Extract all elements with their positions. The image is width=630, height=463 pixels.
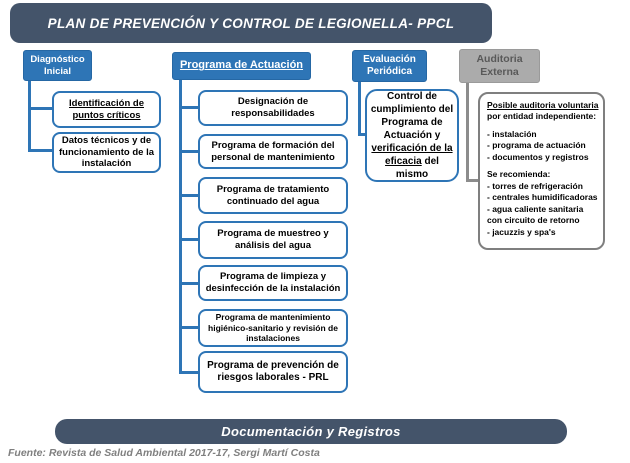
header-programa-de-actuacion: Programa de Actuación (172, 52, 311, 80)
connector-programa-stub-7 (179, 371, 198, 374)
connector-programa-stub-2 (179, 150, 198, 153)
connector-auditoria-stub (466, 179, 480, 182)
connector-auditoria-vertical (466, 83, 469, 182)
documentacion-registros-bar: Documentación y Registros (55, 419, 567, 444)
source-citation: Fuente: Revista de Salud Ambiental 2017-… (8, 447, 320, 459)
connector-diagnostico-vertical (28, 81, 31, 152)
connector-evaluacion-stub (358, 133, 368, 136)
connector-diagnostico-stub-1 (28, 107, 52, 110)
diagram-title-bar: PLAN DE PREVENCIÓN Y CONTROL DE LEGIONEL… (10, 3, 492, 43)
connector-programa-vertical (179, 80, 182, 374)
connector-programa-stub-6 (179, 326, 198, 329)
connector-programa-stub-3 (179, 194, 198, 197)
diagram-title: PLAN DE PREVENCIÓN Y CONTROL DE LEGIONEL… (47, 15, 455, 31)
connector-programa-stub-1 (179, 106, 198, 109)
connector-programa-stub-5 (179, 282, 198, 285)
documentacion-registros-label: Documentación y Registros (221, 424, 401, 439)
connector-evaluacion-vertical (358, 82, 361, 136)
connector-programa-stub-4 (179, 238, 198, 241)
connector-diagnostico-stub-2 (28, 149, 52, 152)
